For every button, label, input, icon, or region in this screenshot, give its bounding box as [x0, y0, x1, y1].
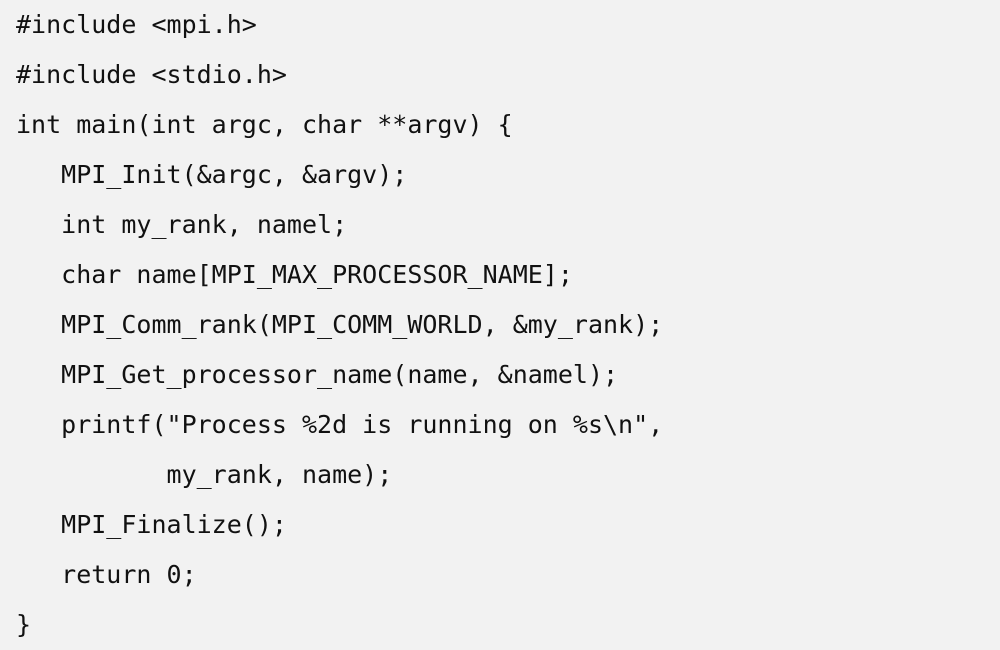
code-line-4: MPI_Init(&argc, &argv);: [16, 160, 408, 189]
code-line-10: my_rank, name);: [16, 460, 393, 489]
code-line-9: printf("Process %2d is running on %s\n",: [16, 410, 664, 439]
code-line-11: MPI_Finalize();: [16, 510, 287, 539]
code-line-8: MPI_Get_processor_name(name, &namel);: [16, 360, 619, 389]
code-line-6: char name[MPI_MAX_PROCESSOR_NAME];: [16, 260, 573, 289]
code-line-12: return 0;: [16, 560, 197, 589]
code-line-1: #include <mpi.h>: [16, 10, 257, 39]
code-line-3: int main(int argc, char **argv) {: [16, 110, 513, 139]
code-line-5: int my_rank, namel;: [16, 210, 348, 239]
code-line-7: MPI_Comm_rank(MPI_COMM_WORLD, &my_rank);: [16, 310, 664, 339]
code-line-2: #include <stdio.h>: [16, 60, 287, 89]
code-line-13: }: [16, 610, 32, 639]
